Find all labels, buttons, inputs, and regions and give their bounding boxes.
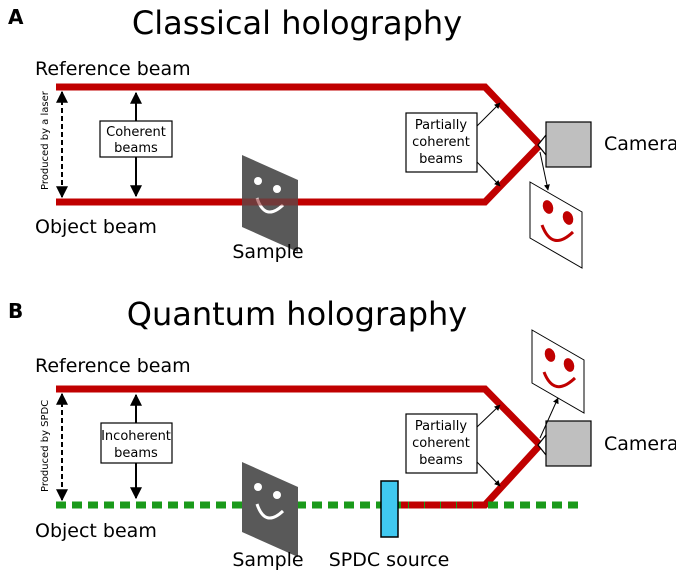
sample-eye-right	[273, 491, 281, 499]
reference-beam-label: Reference beam	[35, 355, 191, 377]
panel-title: Quantum holography	[127, 295, 467, 333]
camera-lens	[537, 133, 547, 157]
hologram-eye-right	[563, 358, 575, 372]
coherence-box	[99, 120, 173, 158]
hologram-plate	[531, 329, 585, 414]
partial-box-line-3: beams	[419, 453, 463, 468]
camera-label: Camera	[604, 433, 676, 455]
partial-coherence-box	[405, 413, 478, 474]
coherence-box-line-2: beams	[114, 141, 158, 156]
hologram-eye-left	[542, 200, 554, 214]
sample-label: Sample	[232, 549, 303, 571]
partial-box-line-2: coherent	[412, 135, 470, 150]
partial-box-line-3: beams	[419, 152, 463, 167]
sample-eye-left	[254, 483, 262, 491]
vertical-source-label: Produced by a laser	[40, 90, 51, 190]
partial-box-line-2: coherent	[412, 436, 470, 451]
panel-b: B Quantum holography Reference beam Obje…	[8, 295, 676, 571]
partial-arrow-lower	[476, 161, 501, 187]
camera-body	[545, 121, 592, 168]
panel-letter: A	[8, 5, 24, 29]
partial-arrow-upper	[476, 404, 501, 428]
partial-box-line-1: Partially	[415, 118, 467, 133]
sample-eye-right	[273, 185, 281, 193]
coherence-box-line-2: beams	[114, 446, 158, 461]
vertical-source-label: Produced by SPDC	[40, 400, 51, 492]
coherence-box	[100, 422, 173, 464]
panel-title: Classical holography	[132, 4, 462, 42]
hologram-eye-left	[544, 348, 556, 362]
sample-plate	[242, 462, 298, 557]
hologram-plate	[529, 181, 583, 269]
sample-eye-left	[254, 177, 262, 185]
hologram-arrow	[539, 397, 559, 439]
hologram-smile	[540, 224, 575, 242]
partial-box-line-1: Partially	[415, 419, 467, 434]
hologram-eye-right	[562, 211, 574, 225]
hologram-arrow	[539, 151, 550, 191]
object-beam-label: Object beam	[35, 216, 157, 238]
partial-coherence-box	[405, 112, 478, 173]
coherence-box-line-1: Incoherent	[101, 429, 171, 444]
panel-a: A Classical holography Reference beam Ob…	[8, 4, 676, 269]
spdc-source-label: SPDC source	[329, 549, 450, 571]
hologram-smile	[542, 371, 577, 389]
camera-body	[545, 420, 592, 467]
object-beam-label: Object beam	[35, 520, 157, 542]
sample-label: Sample	[232, 241, 303, 263]
sample-smile	[255, 503, 285, 520]
panel-letter: B	[8, 299, 23, 323]
partial-arrow-upper	[476, 102, 501, 127]
spdc-crystal	[380, 480, 399, 538]
camera-lens	[537, 433, 547, 457]
reference-beam-label: Reference beam	[35, 58, 191, 80]
coherence-box-line-1: Coherent	[106, 125, 166, 140]
partial-arrow-lower	[476, 461, 501, 487]
camera-label: Camera	[604, 133, 676, 155]
